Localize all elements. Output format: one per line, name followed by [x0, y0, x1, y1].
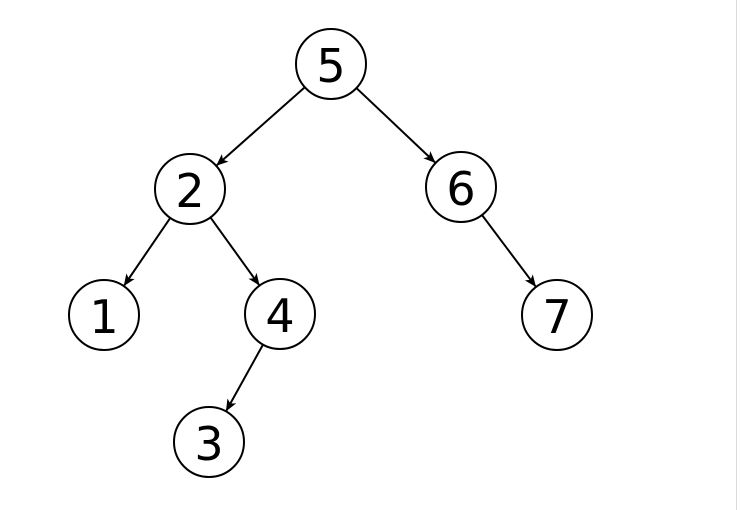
node-label: 2 [175, 164, 204, 218]
node-label: 7 [542, 290, 571, 344]
edge-n4-to-n3 [225, 344, 264, 412]
node-label: 3 [194, 417, 223, 471]
node-label: 4 [265, 289, 294, 343]
node-circle [521, 279, 593, 351]
node-label: 5 [316, 39, 345, 93]
edges-layer [123, 86, 537, 412]
tree-node-n2: 2 [154, 153, 226, 225]
tree-node-n5: 5 [295, 28, 367, 100]
nodes-layer: 5 2 6 1 4 7 3 [68, 28, 593, 478]
tree-node-n3: 3 [173, 406, 245, 478]
right-border-line [736, 0, 737, 510]
tree-node-n4: 4 [244, 278, 316, 350]
node-label: 6 [446, 162, 475, 216]
node-circle [154, 153, 226, 225]
node-circle [425, 151, 497, 223]
edge-n2-to-n1 [123, 217, 172, 287]
tree-node-n6: 6 [425, 151, 497, 223]
edge-n5-to-n2 [216, 86, 306, 166]
edge-n5-to-n6 [355, 87, 436, 163]
edge-n6-to-n7 [481, 214, 537, 288]
node-circle [68, 279, 140, 351]
tree-node-n1: 1 [68, 279, 140, 351]
edge-n2-to-n4 [209, 216, 260, 286]
node-circle [173, 406, 245, 478]
tree-node-n7: 7 [521, 279, 593, 351]
node-label: 1 [89, 290, 118, 344]
node-circle [244, 278, 316, 350]
node-circle [295, 28, 367, 100]
